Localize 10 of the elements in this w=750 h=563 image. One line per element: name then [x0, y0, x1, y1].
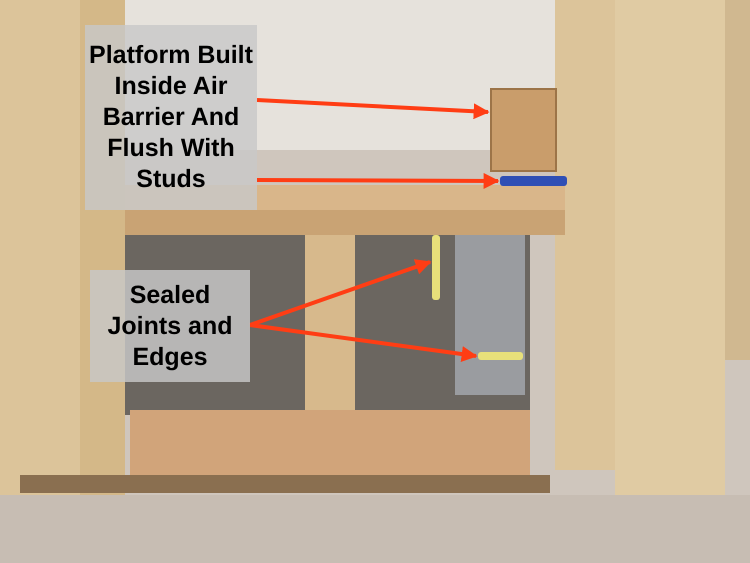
platform-deck: [490, 88, 557, 172]
sealed-edge: [478, 352, 523, 360]
platform-edge: [500, 176, 567, 186]
callout-label: Sealed Joints and Edges: [90, 270, 250, 382]
arrow: [256, 98, 490, 120]
arrow: [257, 172, 500, 189]
callout-label: Platform Built Inside Air Barrier And Flush With Studs: [85, 25, 257, 210]
arrow: [250, 323, 478, 362]
sealed-joint: [432, 235, 440, 300]
arrow: [249, 259, 432, 327]
